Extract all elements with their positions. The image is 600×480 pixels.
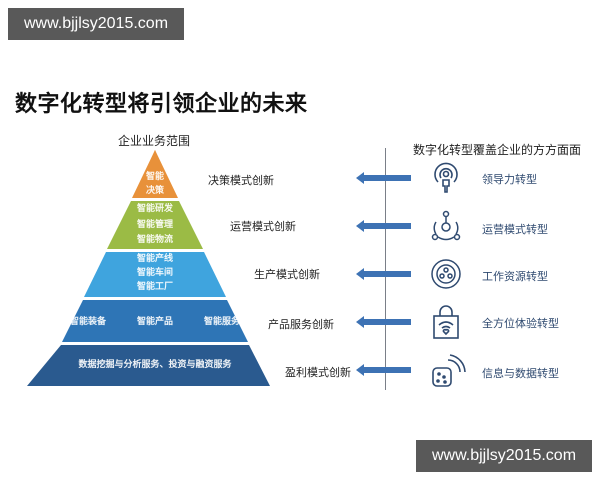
data-signal-icon [432,354,466,387]
right-item-label: 运营模式转型 [482,223,548,236]
right-item-label: 工作资源转型 [482,270,548,283]
tier-2-text: 智能研发智能管理智能物流 [136,204,173,245]
right-item-label: 全方位体验转型 [482,317,559,330]
resources-icon [431,259,461,289]
tier-5-text: 数据挖掘与分析服务、投资与融资服务 [78,360,232,370]
leadership-icon [434,162,458,193]
watermark-top: www.bjjlsy2015.com [8,8,184,40]
arrow-icon [356,364,411,376]
arrow-icon [356,172,411,184]
tier-4-text: 智能装备智能产品智能服务 [70,317,240,327]
tier-1-label: 决策模式创新 [208,174,274,187]
arrow-icon [356,316,411,328]
right-item-label: 信息与数据转型 [482,367,559,380]
pyramid-title: 企业业务范围 [118,134,191,148]
tier-1-text: 智能决策 [145,172,164,196]
page-title: 数字化转型将引领企业的未来 [15,92,308,117]
arrow-icon [356,268,411,280]
shopping-bag-icon [433,305,459,339]
right-title: 数字化转型覆盖企业的方方面面 [413,143,582,157]
tier-3-text: 智能产线智能车间智能工厂 [136,254,173,292]
divider-line [385,148,386,390]
operations-icon [431,210,461,241]
tier-4-label: 产品服务创新 [268,318,334,331]
right-item-label: 领导力转型 [482,173,537,186]
tier-2-label: 运营模式创新 [230,220,296,233]
watermark-bottom: www.bjjlsy2015.com [416,440,592,472]
arrow-icon [356,220,411,232]
tier-3-label: 生产模式创新 [254,268,320,281]
tier-5-label: 盈利模式创新 [285,366,351,379]
